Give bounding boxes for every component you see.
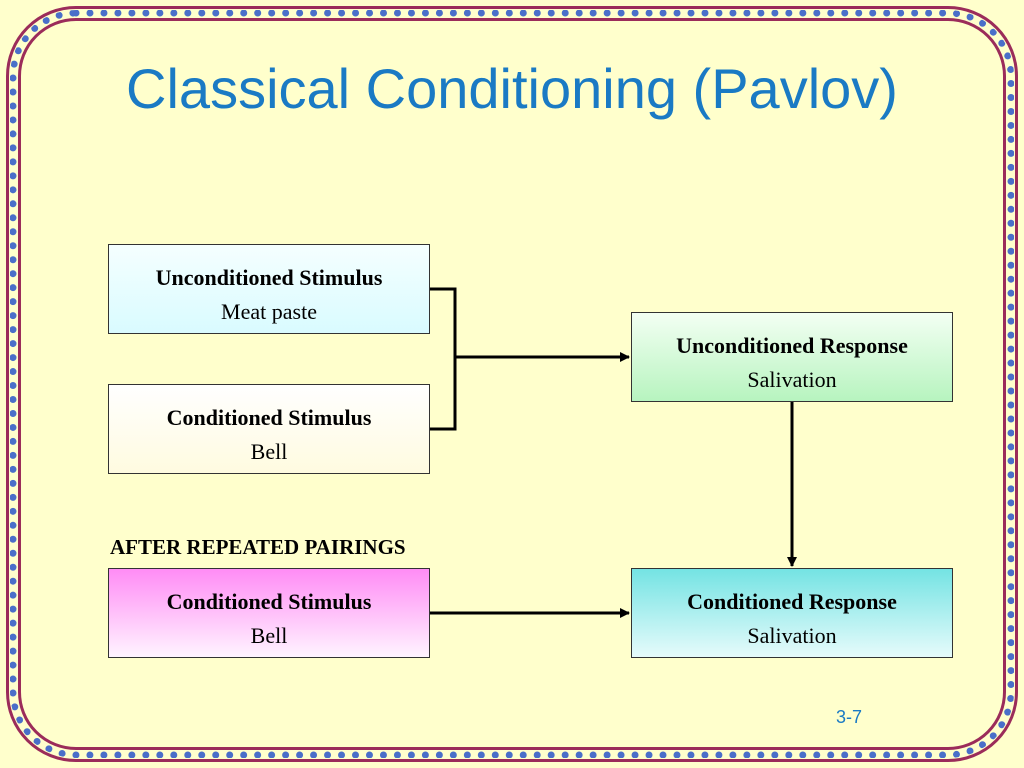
unconditioned-stimulus-example: Meat paste (221, 299, 317, 324)
unconditioned-response-heading: Unconditioned Response (676, 333, 908, 358)
conditioned-stimulus-box-before: Conditioned Stimulus Bell (108, 384, 430, 474)
conditioned-stimulus-heading-before: Conditioned Stimulus (166, 405, 372, 430)
conditioned-stimulus-example-before: Bell (250, 439, 288, 464)
after-repeated-pairings-label: AFTER REPEATED PAIRINGS (110, 535, 406, 559)
conditioned-stimulus-heading-after: Conditioned Stimulus (166, 589, 372, 614)
slide-number: 3-7 (836, 707, 863, 727)
slide-title: Classical Conditioning (Pavlov) (126, 57, 898, 120)
unconditioned-stimulus-heading: Unconditioned Stimulus (155, 265, 383, 290)
conditioned-stimulus-box-after: Conditioned Stimulus Bell (108, 568, 430, 658)
slide-border-outer (6, 6, 1018, 762)
stimulus-pairing-bracket (430, 287, 457, 431)
unconditioned-stimulus-box: Unconditioned Stimulus Meat paste (108, 244, 430, 334)
unconditioned-response-box: Unconditioned Response Salivation (631, 312, 953, 402)
slide-border-dotted (10, 10, 1014, 758)
conditioned-response-heading: Conditioned Response (687, 589, 897, 614)
conditioned-response-example: Salivation (747, 623, 837, 648)
unconditioned-response-example: Salivation (747, 367, 837, 392)
conditioned-response-box: Conditioned Response Salivation (631, 568, 953, 658)
conditioned-stimulus-example-after: Bell (250, 623, 288, 648)
